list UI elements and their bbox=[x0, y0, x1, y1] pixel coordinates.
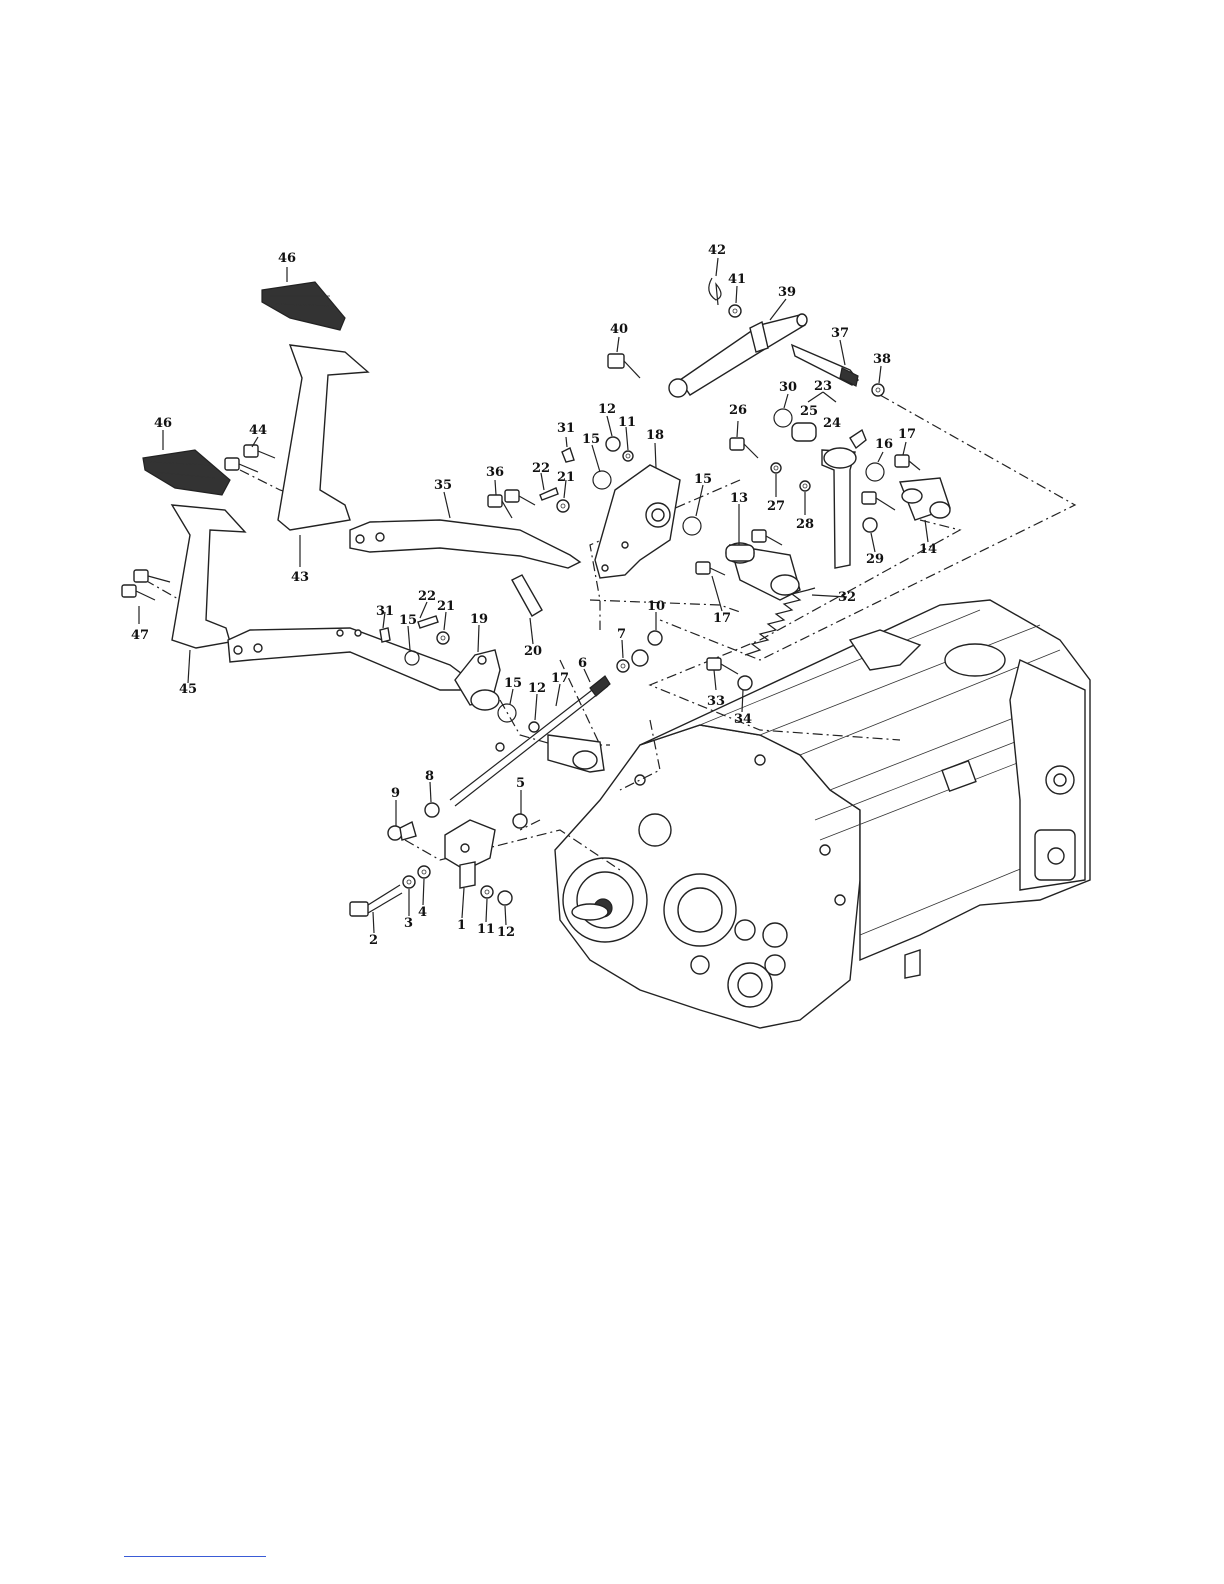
callout-19: 19 bbox=[470, 612, 488, 627]
callout-13: 13 bbox=[730, 491, 748, 506]
callout-22-a: 22 bbox=[532, 461, 550, 476]
callout-1: 1 bbox=[457, 918, 466, 933]
bracket-18 bbox=[595, 465, 680, 578]
callout-45: 45 bbox=[179, 682, 197, 697]
callout-27: 27 bbox=[767, 499, 785, 514]
callout-41: 41 bbox=[728, 272, 746, 287]
callout-44: 44 bbox=[249, 423, 267, 438]
callout-43: 43 bbox=[291, 570, 309, 585]
callout-34: 34 bbox=[734, 712, 752, 727]
bracket-1 bbox=[445, 820, 495, 888]
callout-47: 47 bbox=[131, 628, 149, 643]
callout-21-b: 21 bbox=[437, 599, 455, 614]
callout-17-a: 17 bbox=[898, 427, 916, 442]
callout-24: 24 bbox=[823, 416, 841, 431]
callout-3: 3 bbox=[404, 916, 413, 931]
callout-36: 36 bbox=[486, 465, 504, 480]
callout-39: 39 bbox=[778, 285, 796, 300]
callout-46-b: 46 bbox=[154, 416, 172, 431]
callout-7: 7 bbox=[617, 627, 626, 642]
callout-21-a: 21 bbox=[557, 470, 575, 485]
bolt-26 bbox=[730, 438, 758, 458]
callout-31-a: 31 bbox=[557, 421, 575, 436]
callout-15-d: 15 bbox=[504, 676, 522, 691]
bracket-13 bbox=[726, 543, 800, 600]
callout-23: 23 bbox=[814, 379, 832, 394]
bolt-17a bbox=[895, 455, 920, 470]
pedal-shaft-35 bbox=[350, 520, 580, 568]
arm-24 bbox=[822, 430, 866, 568]
bolt-44b bbox=[225, 458, 258, 472]
callout-29: 29 bbox=[866, 552, 884, 567]
callout-12-b: 12 bbox=[528, 681, 546, 696]
callout-33: 33 bbox=[707, 694, 725, 709]
callout-4: 4 bbox=[418, 905, 427, 920]
callout-12-a: 12 bbox=[598, 402, 616, 417]
bushing-25 bbox=[792, 423, 816, 441]
bolt-47b bbox=[122, 585, 155, 600]
callout-6: 6 bbox=[578, 656, 587, 671]
callout-37: 37 bbox=[831, 326, 849, 341]
callout-5: 5 bbox=[516, 776, 525, 791]
bolt-17b bbox=[862, 492, 895, 510]
callout-22-b: 22 bbox=[418, 589, 436, 604]
callout-20: 20 bbox=[524, 644, 542, 659]
support-14 bbox=[900, 478, 950, 520]
footer-rule bbox=[124, 1556, 266, 1557]
pedal-arm-43 bbox=[278, 345, 368, 530]
callout-32: 32 bbox=[838, 590, 856, 605]
callout-10: 10 bbox=[647, 599, 665, 614]
callout-26: 26 bbox=[729, 403, 747, 418]
pedal-arm-45 bbox=[172, 505, 245, 648]
bolt-36b bbox=[505, 490, 535, 505]
pedal-pad-46-lower bbox=[143, 450, 230, 495]
plate-20 bbox=[512, 575, 542, 616]
callout-15-b: 15 bbox=[694, 472, 712, 487]
callout-28: 28 bbox=[796, 517, 814, 532]
callout-14: 14 bbox=[919, 542, 937, 557]
pedal-pad-46-upper bbox=[262, 282, 345, 330]
bolt-33 bbox=[707, 658, 738, 674]
callout-35: 35 bbox=[434, 478, 452, 493]
callout-16: 16 bbox=[875, 437, 893, 452]
bolt-2 bbox=[350, 885, 402, 916]
callout-40: 40 bbox=[610, 322, 628, 337]
callout-46-a: 46 bbox=[278, 251, 296, 266]
callout-11-b: 11 bbox=[477, 922, 495, 937]
bolt-40 bbox=[608, 354, 640, 378]
bracket-17-lower bbox=[548, 735, 604, 772]
bolt-17d bbox=[752, 530, 782, 545]
callout-31-b: 31 bbox=[376, 604, 394, 619]
callout-12-c: 12 bbox=[497, 925, 515, 940]
callout-25: 25 bbox=[800, 404, 818, 419]
callout-15-a: 15 bbox=[582, 432, 600, 447]
callout-11-a: 11 bbox=[618, 415, 636, 430]
bolt-17c bbox=[696, 562, 725, 575]
lever-19 bbox=[455, 650, 500, 710]
callout-2: 2 bbox=[369, 933, 378, 948]
callout-8: 8 bbox=[425, 769, 434, 784]
callout-42: 42 bbox=[708, 243, 726, 258]
callout-9: 9 bbox=[391, 786, 400, 801]
callout-17-c: 17 bbox=[551, 671, 569, 686]
callout-15-c: 15 bbox=[399, 613, 417, 628]
bolt-47a bbox=[134, 570, 170, 582]
callout-30: 30 bbox=[779, 380, 797, 395]
callout-38: 38 bbox=[873, 352, 891, 367]
pedal-shaft-lower bbox=[228, 628, 470, 690]
bolt-44a bbox=[244, 445, 275, 458]
callout-17-b: 17 bbox=[713, 611, 731, 626]
callout-18: 18 bbox=[646, 428, 664, 443]
